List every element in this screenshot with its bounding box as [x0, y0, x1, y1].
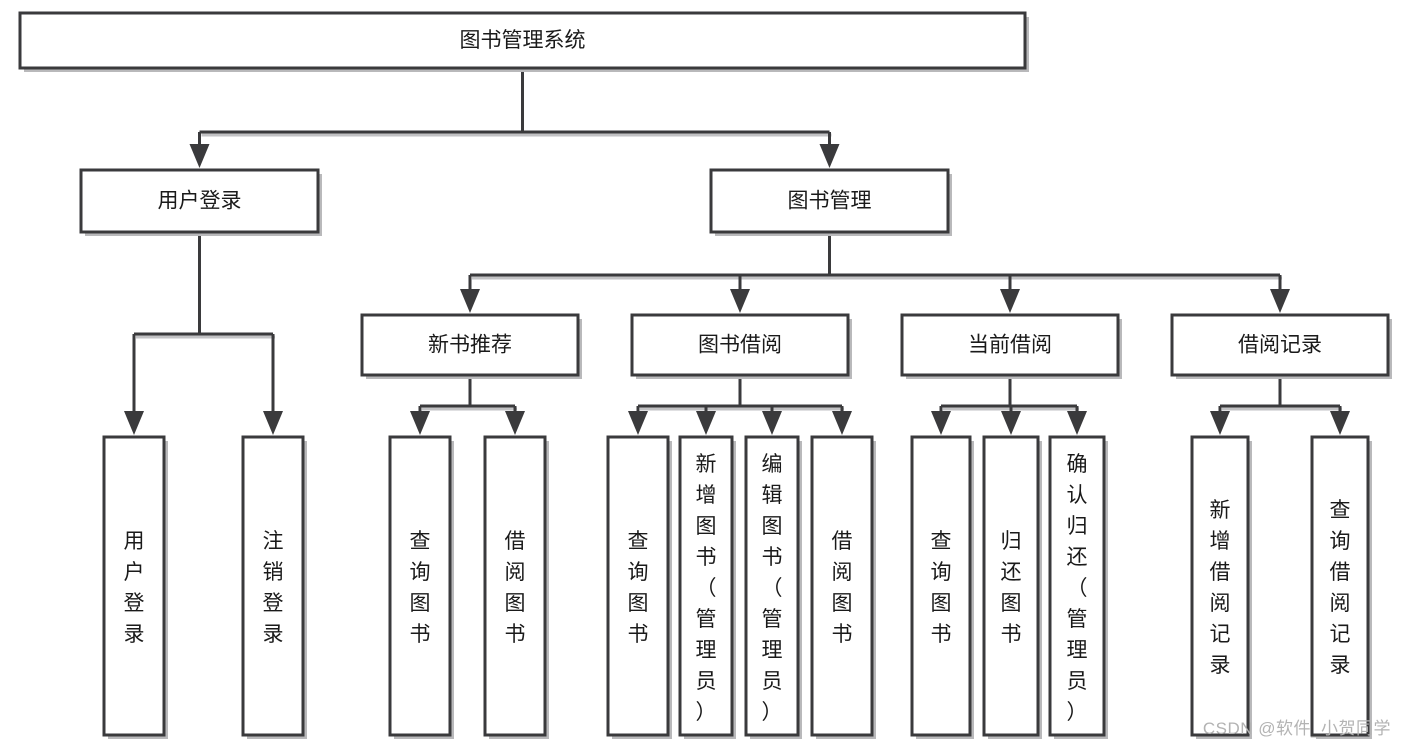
node-leaf-logout[interactable]: 注销登录: [241, 435, 307, 739]
arrow-head: [263, 411, 283, 435]
arrow-head: [696, 411, 716, 435]
node-borrow-record[interactable]: 借阅记录: [1170, 313, 1392, 379]
node-box[interactable]: [1190, 435, 1250, 737]
node-box[interactable]: [360, 313, 580, 377]
node-label: 新书推荐: [428, 334, 512, 357]
node-label: 新增图书（管理员）: [696, 453, 717, 724]
node-leaf-query-borrow-record[interactable]: 查询借阅记录: [1310, 435, 1372, 739]
connector-group-user-login: [124, 232, 283, 435]
node-label: 查询图书: [931, 530, 952, 646]
node-book-borrow[interactable]: 图书借阅: [630, 313, 852, 379]
node-new-book-recommend[interactable]: 新书推荐: [360, 313, 582, 379]
arrow-head: [189, 144, 210, 168]
node-box[interactable]: [18, 11, 1027, 70]
connector-group-current-borrow: [931, 375, 1087, 435]
arrow-head: [410, 411, 430, 435]
node-box[interactable]: [900, 313, 1120, 377]
node-box[interactable]: [606, 435, 670, 737]
node-label: 编辑图书（管理员）: [762, 453, 783, 724]
node-label: 借阅图书: [505, 530, 526, 646]
node-box[interactable]: [102, 435, 166, 737]
node-leaf-add-borrow-record[interactable]: 新增借阅记录: [1190, 435, 1252, 739]
node-label: 确认归还（管理员）: [1067, 453, 1088, 724]
node-box[interactable]: [1170, 313, 1390, 377]
node-root[interactable]: 图书管理系统: [18, 11, 1029, 72]
node-box[interactable]: [79, 168, 320, 234]
connector-group-book-borrow: [628, 375, 852, 435]
node-leaf-query-book-recommend[interactable]: 查询图书: [388, 435, 454, 739]
arrow-head: [730, 289, 750, 313]
arrow-head: [762, 411, 782, 435]
node-current-borrow[interactable]: 当前借阅: [900, 313, 1122, 379]
node-leaf-return-book[interactable]: 归还图书: [982, 435, 1042, 739]
node-box[interactable]: [1310, 435, 1370, 737]
node-leaf-edit-book[interactable]: 编辑图书（管理员）: [744, 435, 802, 739]
node-leaf-confirm-return[interactable]: 确认归还（管理员）: [1048, 435, 1108, 739]
watermark: CSDN @软件_小贺同学: [1202, 719, 1391, 738]
node-leaf-query-book-borrow[interactable]: 查询图书: [606, 435, 672, 739]
arrow-head: [460, 289, 480, 313]
node-box[interactable]: [744, 435, 800, 737]
node-leaf-user-login[interactable]: 用户登录: [102, 435, 168, 739]
arrow-head: [124, 411, 144, 435]
node-label: 归还图书: [1001, 530, 1022, 646]
connectors-layer: [124, 68, 1350, 435]
node-leaf-borrow-book-recommend[interactable]: 借阅图书: [483, 435, 549, 739]
arrow-head: [832, 411, 852, 435]
node-box[interactable]: [1048, 435, 1106, 737]
arrow-head: [628, 411, 648, 435]
node-leaf-borrow-book[interactable]: 借阅图书: [810, 435, 876, 739]
node-label: 查询借阅记录: [1330, 499, 1351, 677]
arrow-head: [1067, 411, 1087, 435]
node-label: 借阅图书: [832, 530, 853, 646]
arrow-head: [1330, 411, 1350, 435]
node-box[interactable]: [241, 435, 305, 737]
node-label: 用户登录: [158, 190, 242, 213]
node-leaf-add-book[interactable]: 新增图书（管理员）: [678, 435, 736, 739]
node-label: 图书管理系统: [460, 29, 586, 52]
arrow-head: [1210, 411, 1230, 435]
node-user-login[interactable]: 用户登录: [79, 168, 322, 236]
node-box[interactable]: [388, 435, 452, 737]
node-box[interactable]: [910, 435, 972, 737]
node-label: 用户登录: [124, 530, 145, 646]
node-box[interactable]: [810, 435, 874, 737]
node-label: 新增借阅记录: [1210, 499, 1231, 677]
node-label: 注销登录: [263, 530, 284, 646]
connector-group-new-book-recommend: [410, 375, 525, 435]
node-box[interactable]: [982, 435, 1040, 737]
node-box[interactable]: [483, 435, 547, 737]
arrow-head: [1270, 289, 1290, 313]
connector-group-root: [189, 68, 840, 168]
connector-group-book-management: [460, 232, 1290, 313]
node-label: 图书管理: [788, 190, 872, 213]
connector-group-borrow-record: [1210, 375, 1350, 435]
node-book-management[interactable]: 图书管理: [709, 168, 952, 236]
arrow-head: [505, 411, 525, 435]
node-label: 借阅记录: [1238, 334, 1322, 357]
arrow-head: [931, 411, 951, 435]
nodes-layer: 图书管理系统用户登录图书管理新书推荐图书借阅当前借阅借阅记录用户登录注销登录查询…: [18, 11, 1392, 739]
node-leaf-query-book-current[interactable]: 查询图书: [910, 435, 974, 739]
arrow-head: [819, 144, 840, 168]
node-label: 查询图书: [410, 530, 431, 646]
node-box[interactable]: [678, 435, 734, 737]
node-label: 当前借阅: [968, 334, 1052, 357]
node-label: 图书借阅: [698, 334, 782, 357]
arrow-head: [1000, 289, 1020, 313]
node-label: 查询图书: [628, 530, 649, 646]
node-box[interactable]: [630, 313, 850, 377]
arrow-head: [1001, 411, 1021, 435]
node-box[interactable]: [709, 168, 950, 234]
